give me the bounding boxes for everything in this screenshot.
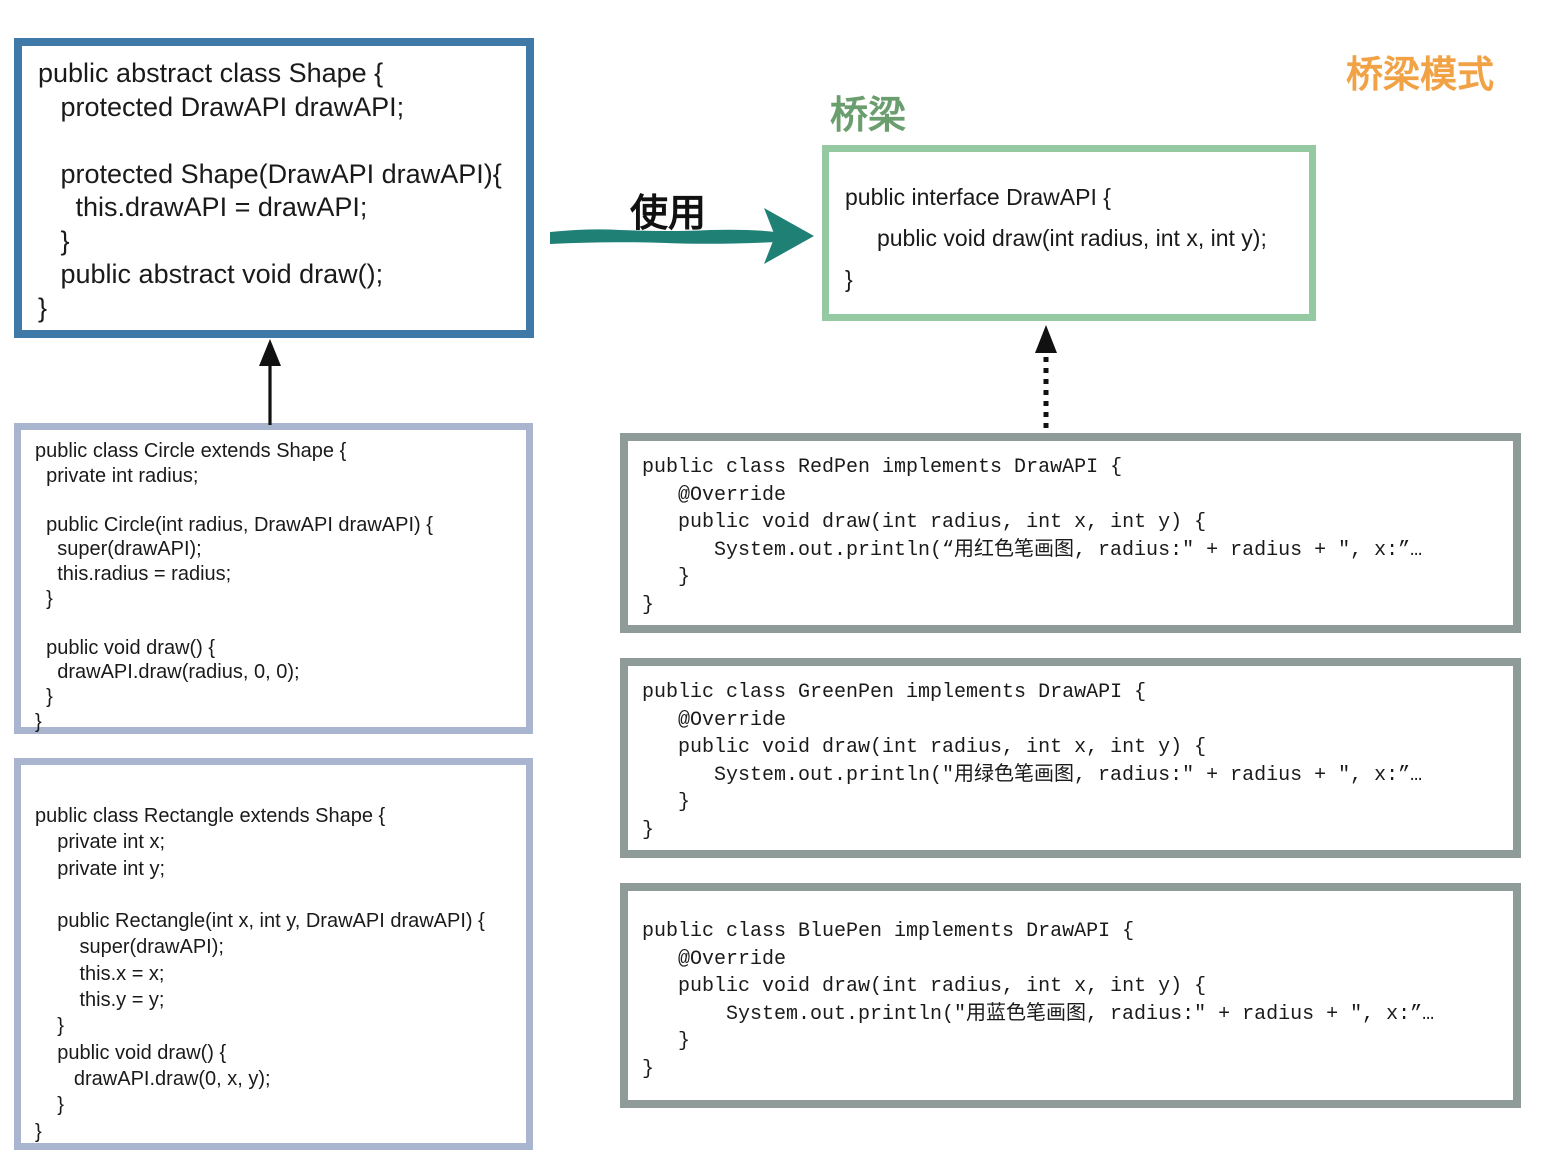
code-line: public interface DrawAPI { bbox=[845, 184, 1111, 210]
code-line: this.y = y; bbox=[35, 989, 165, 1012]
code-line: this.radius = radius; bbox=[35, 562, 232, 585]
pattern-title: 桥梁模式 bbox=[1346, 54, 1494, 95]
code-line: public class BluePen implements DrawAPI … bbox=[642, 920, 1135, 943]
code-line: System.out.println("用绿色笔画图, radius:" + r… bbox=[642, 763, 1423, 787]
implements-arrow-redpen-to-drawapi bbox=[1035, 325, 1057, 433]
drawapi-interface-box: public interface DrawAPI { public void d… bbox=[822, 145, 1316, 321]
code-line: @Override bbox=[642, 708, 787, 732]
code-line: public Circle(int radius, DrawAPI drawAP… bbox=[35, 513, 433, 536]
code-line: } bbox=[35, 587, 53, 610]
code-line: @Override bbox=[642, 483, 787, 507]
code-line: public void draw() { bbox=[35, 1041, 227, 1064]
code-line: public void draw(int radius, int x, int … bbox=[642, 736, 1207, 759]
code-line: private int radius; bbox=[35, 464, 199, 487]
code-line: } bbox=[38, 292, 48, 323]
code-line: @Override bbox=[642, 947, 787, 971]
code-line: } bbox=[642, 791, 691, 814]
code-line: } bbox=[35, 1015, 64, 1038]
code-line: public class GreenPen implements DrawAPI… bbox=[642, 681, 1147, 704]
code-line: } bbox=[642, 593, 655, 617]
code-line: public class Circle extends Shape { bbox=[35, 440, 347, 462]
circle-class-box: public class Circle extends Shape { priv… bbox=[14, 423, 533, 734]
code-line bbox=[35, 882, 522, 908]
use-arrow bbox=[550, 208, 814, 264]
code-line: } bbox=[35, 710, 42, 733]
code-line: super(drawAPI); bbox=[35, 936, 224, 959]
code-line: this.drawAPI = drawAPI; bbox=[38, 192, 368, 222]
rectangle-class-box: public class Rectangle extends Shape { p… bbox=[14, 758, 533, 1150]
code-line: } bbox=[642, 1057, 655, 1081]
greenpen-class-box: public class GreenPen implements DrawAPI… bbox=[620, 658, 1521, 858]
code-line: } bbox=[642, 818, 655, 842]
code-line: public abstract void draw(); bbox=[38, 259, 384, 289]
code-line: } bbox=[35, 1094, 64, 1117]
code-line: public Rectangle(int x, int y, DrawAPI d… bbox=[35, 910, 485, 933]
inheritance-arrow-circle-to-shape bbox=[259, 339, 281, 425]
code-line: public class RedPen implements DrawAPI { bbox=[642, 456, 1123, 479]
code-line: public void draw(int radius, int x, int … bbox=[642, 975, 1207, 998]
code-line: private int x; bbox=[35, 831, 166, 854]
code-line: } bbox=[35, 685, 53, 708]
code-line: drawAPI.draw(radius, 0, 0); bbox=[35, 661, 300, 684]
code-line: public void draw(int radius, int x, int … bbox=[845, 225, 1267, 251]
code-line: } bbox=[35, 1120, 42, 1143]
code-line: this.x = x; bbox=[35, 962, 165, 985]
code-line: public void draw(int radius, int x, int … bbox=[642, 511, 1207, 534]
code-line: System.out.println("用蓝色笔画图, radius:" + r… bbox=[642, 1002, 1435, 1026]
code-line: super(drawAPI); bbox=[35, 538, 202, 561]
code-line: } bbox=[642, 566, 691, 589]
code-line: System.out.println(“用红色笔画图, radius:" + r… bbox=[642, 538, 1423, 562]
code-line: public void draw() { bbox=[35, 636, 216, 659]
code-line: } bbox=[845, 266, 853, 292]
code-line: } bbox=[642, 1030, 691, 1053]
code-line: protected Shape(DrawAPI drawAPI){ bbox=[38, 158, 502, 189]
code-line bbox=[38, 124, 522, 158]
code-line bbox=[35, 488, 522, 513]
shape-abstract-class-box: public abstract class Shape { protected … bbox=[14, 38, 534, 338]
bridge-label: 桥梁 bbox=[830, 95, 907, 137]
bluepen-class-box: public class BluePen implements DrawAPI … bbox=[620, 883, 1521, 1108]
code-line: protected DrawAPI drawAPI; bbox=[38, 91, 405, 122]
code-line: drawAPI.draw(0, x, y); bbox=[35, 1067, 271, 1090]
code-line: } bbox=[38, 225, 70, 256]
use-label: 使用 bbox=[630, 193, 707, 235]
code-line: public abstract class Shape { bbox=[38, 58, 384, 88]
code-line bbox=[35, 611, 522, 636]
code-line: private int y; bbox=[35, 857, 166, 880]
code-line: public class Rectangle extends Shape { bbox=[35, 805, 386, 827]
redpen-class-box: public class RedPen implements DrawAPI {… bbox=[620, 433, 1521, 633]
